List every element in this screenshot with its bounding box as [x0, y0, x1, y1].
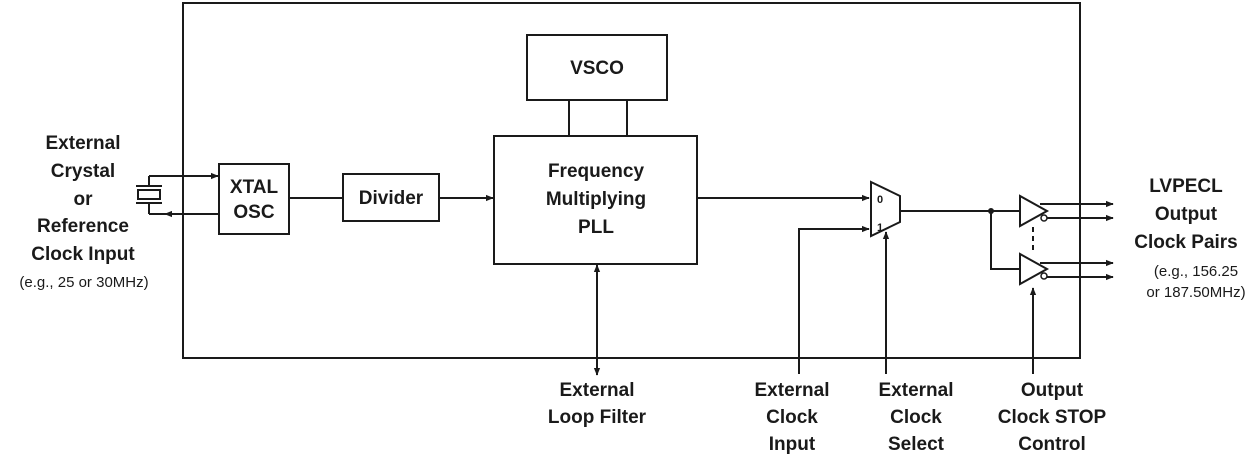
mux-input-1-label: 1 — [877, 222, 883, 234]
crystal-label-line2: Crystal — [51, 161, 115, 182]
xtal-label-line1: XTAL — [230, 177, 279, 198]
crystal-label-line5: Clock Input — [31, 244, 135, 265]
loop-filter-label: External Loop Filter — [548, 380, 647, 428]
clock-input-line2: Clock — [766, 407, 818, 428]
pll-block: Frequency Multiplying PLL — [493, 135, 698, 265]
mux-to-lower-buffer-line — [990, 211, 1020, 270]
pll-label-line3: PLL — [578, 217, 614, 238]
pll-label-line2: Multiplying — [546, 189, 646, 210]
lvpecl-label-line1: LVPECL — [1149, 176, 1223, 197]
clock-select-line1: External — [879, 380, 954, 401]
ext-clock-input-label: External Clock Input — [755, 380, 830, 455]
lvpecl-label-line3: Clock Pairs — [1134, 232, 1238, 253]
lvpecl-output-label: LVPECL Output Clock Pairs (e.g., 156.25 … — [1134, 176, 1245, 301]
ext-clock-input-arrow — [798, 225, 870, 374]
stop-control-line1: Output — [1021, 380, 1084, 401]
xtal-label-line2: OSC — [233, 202, 274, 223]
crystal-label-line3: or — [74, 189, 94, 210]
xtal-osc-block: XTAL OSC — [218, 163, 290, 235]
lvpecl-label-line2: Output — [1155, 204, 1218, 225]
output-buffer-lower-icon — [1019, 252, 1050, 286]
clock-input-line1: External — [755, 380, 830, 401]
ext-clock-select-label: External Clock Select — [879, 380, 954, 455]
stop-control-line2: Clock STOP — [998, 407, 1107, 428]
crystal-label-line1: External — [46, 133, 121, 154]
clock-input-line3: Input — [769, 434, 816, 455]
pll-label-line1: Frequency — [548, 161, 645, 182]
loop-filter-line1: External — [560, 380, 635, 401]
chip-boundary — [182, 2, 1081, 359]
mux-icon: 0 1 — [870, 180, 901, 238]
loop-filter-line2: Loop Filter — [548, 407, 647, 428]
crystal-input-label: External Crystal or Reference Clock Inpu… — [19, 133, 148, 291]
stop-control-line3: Control — [1018, 434, 1086, 455]
divider-label: Divider — [359, 188, 424, 209]
lvpecl-note-line2: or 187.50MHz) — [1146, 284, 1245, 301]
vsco-label: VSCO — [570, 58, 624, 79]
crystal-frequency-note: (e.g., 25 or 30MHz) — [19, 274, 148, 291]
crystal-icon — [136, 176, 162, 214]
output-buffer-upper-icon — [1019, 194, 1050, 228]
crystal-label-line4: Reference — [37, 216, 129, 237]
divider-block: Divider — [342, 173, 440, 222]
vsco-block: VSCO — [526, 34, 668, 101]
clock-select-line3: Select — [888, 434, 945, 455]
clock-select-line2: Clock — [890, 407, 942, 428]
mux-input-0-label: 0 — [877, 194, 883, 206]
stop-control-label: Output Clock STOP Control — [998, 380, 1107, 455]
lvpecl-note-line1: (e.g., 156.25 — [1154, 263, 1238, 280]
